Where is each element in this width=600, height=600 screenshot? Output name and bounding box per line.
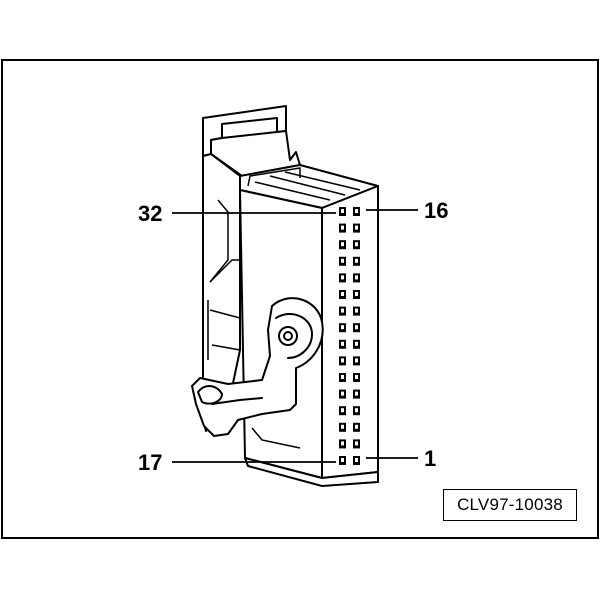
pin-cavity-highlight	[355, 358, 358, 363]
figure-id-box: CLV97-10038	[443, 489, 577, 521]
callout-leaders	[172, 209, 418, 463]
pin-cavity-highlight	[341, 258, 344, 263]
pin-cavity-highlight	[355, 424, 358, 429]
pin-cavity-highlight	[341, 408, 344, 413]
pin-cavity-highlight	[341, 441, 344, 446]
callout-32: 32	[138, 201, 162, 226]
pin-cavity-highlight	[355, 441, 358, 446]
figure-id: CLV97-10038	[457, 495, 563, 514]
pin-cavity-highlight	[341, 292, 344, 296]
pin-cavity-highlight	[341, 375, 344, 379]
callout-16: 16	[424, 198, 448, 223]
pin-cavity-highlight	[355, 258, 358, 263]
housing-front-face	[321, 185, 379, 479]
pin-cavity-highlight	[341, 209, 344, 213]
pin-grid	[339, 207, 360, 465]
figure-frame	[1, 59, 599, 539]
pin-cavity-highlight	[355, 375, 358, 379]
pin-cavity-highlight	[355, 391, 358, 396]
pin-cavity-highlight	[355, 225, 358, 230]
deck-ribs	[247, 167, 361, 201]
pin-cavity-highlight	[355, 325, 358, 330]
pin-cavity-highlight	[355, 292, 358, 296]
pin-cavity-highlight	[355, 458, 358, 462]
locking-lever	[191, 297, 324, 437]
pin-cavity-highlight	[341, 458, 344, 462]
pin-cavity-highlight	[341, 341, 344, 346]
pin-cavity-highlight	[355, 408, 358, 413]
pin-cavity-highlight	[341, 308, 344, 313]
housing-detail-lines	[207, 199, 301, 449]
pin-cavity-highlight	[341, 225, 344, 230]
pin-cavity-highlight	[341, 424, 344, 429]
pin-cavity-highlight	[355, 209, 358, 213]
pin-cavity-highlight	[341, 325, 344, 330]
pin-cavity-highlight	[355, 275, 358, 280]
pin-cavity-highlight	[341, 358, 344, 363]
callout-17: 17	[138, 450, 162, 475]
pin-cavity-highlight	[341, 391, 344, 396]
housing-bottom-edge	[244, 457, 379, 487]
pin-cavity-highlight	[341, 242, 344, 247]
pin-cavity-highlight	[341, 275, 344, 280]
pin-cavity-highlight	[355, 242, 358, 247]
callout-1: 1	[424, 446, 436, 471]
pin-cavity-highlight	[355, 308, 358, 313]
pin-cavity-highlight	[355, 341, 358, 346]
